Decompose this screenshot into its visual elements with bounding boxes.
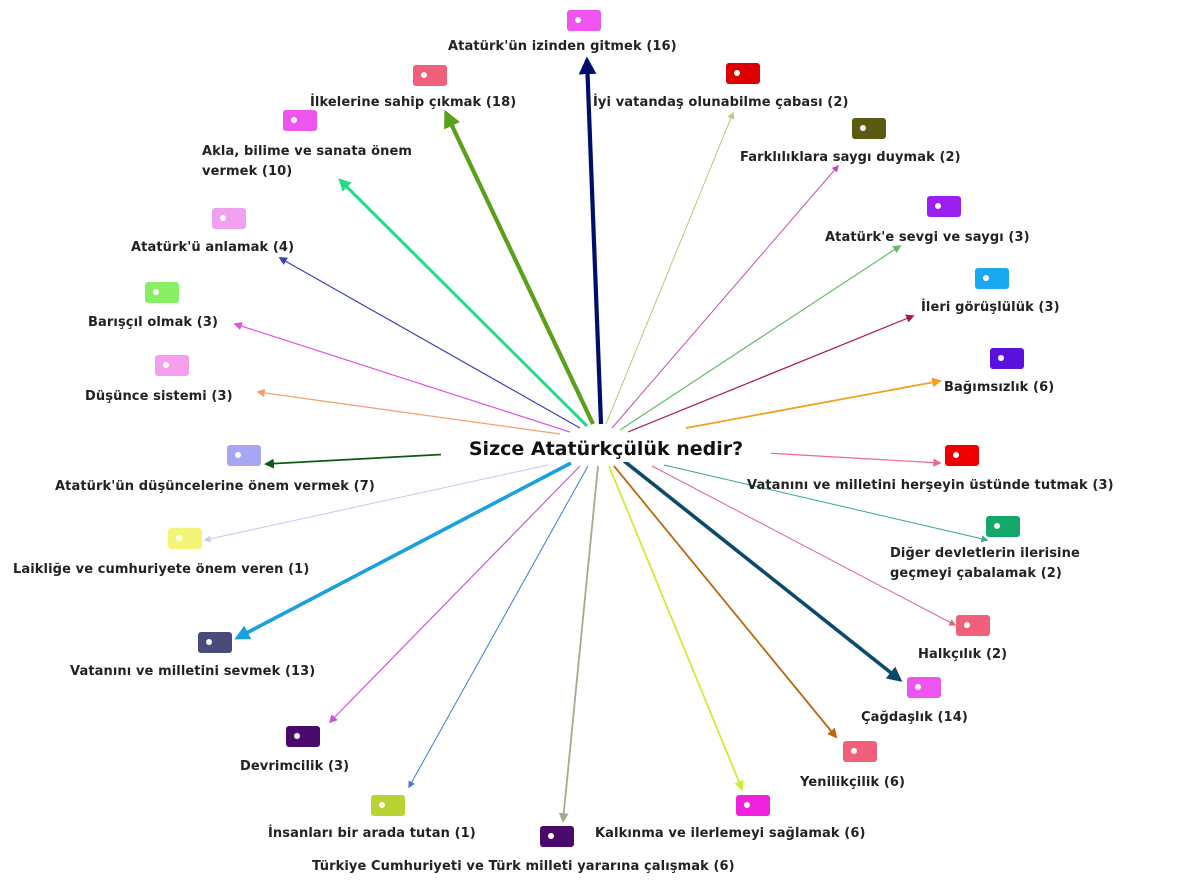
- tag-icon: [927, 196, 961, 217]
- edge-arrow-n22: [608, 465, 744, 791]
- edge-arrow-n3: [605, 111, 735, 425]
- node-label-n16: Vatanını ve milletini sevmek (13): [70, 664, 316, 679]
- edge-arrow-n5: [611, 164, 839, 429]
- tag-icon: [145, 282, 179, 303]
- edge-arrow-n9: [627, 314, 915, 433]
- tag-icon: [286, 726, 320, 747]
- tag-icon: [371, 795, 405, 816]
- edge-arrow-n6: [278, 257, 581, 429]
- tag-icon: [413, 65, 447, 86]
- node-label-n23: Türkiye Cumhuriyeti ve Türk milleti yara…: [312, 859, 735, 874]
- node-label-n21: İnsanları bir arada tutan (1): [268, 826, 476, 841]
- node-label-n3: İyi vatandaş olunabilme çabası (2): [593, 95, 849, 110]
- edge-arrow-n12: [264, 453, 452, 469]
- edge-arrow-n16: [234, 461, 572, 640]
- node-label-n15: Diğer devletlerin ilerisine geçmeyi çaba…: [890, 546, 1080, 581]
- edge-arrow-n11: [685, 377, 942, 429]
- node-label-n8: Barışçıl olmak (3): [88, 315, 219, 330]
- tag-icon: [990, 348, 1024, 369]
- node-label-n7: Atatürk'e sevgi ve saygı (3): [825, 230, 1030, 245]
- tag-icon: [726, 63, 760, 84]
- node-label-n13: Vatanını ve milletini herşeyin üstünde t…: [747, 478, 1114, 493]
- node-label-n1: Atatürk'ün izinden gitmek (16): [448, 39, 677, 54]
- node-label-n12: Atatürk'ün düşüncelerine önem vermek (7): [55, 479, 375, 494]
- edge-arrow-n10: [256, 388, 561, 435]
- tag-icon: [155, 355, 189, 376]
- node-label-n18: Çağdaşlık (14): [861, 710, 968, 725]
- edge-arrow-n2: [444, 109, 595, 425]
- tag-icon: [843, 741, 877, 762]
- tag-icon: [945, 445, 979, 466]
- tag-icon: [227, 445, 261, 466]
- edge-arrow-n23: [558, 465, 599, 823]
- edge-arrow-n21: [408, 465, 589, 789]
- tag-icon: [283, 110, 317, 131]
- tag-icon: [168, 528, 202, 549]
- central-question: Sizce Atatürkçülük nedir?: [441, 436, 771, 462]
- tag-icon: [540, 826, 574, 847]
- tag-icon: [986, 516, 1020, 537]
- edge-arrow-n7: [619, 245, 902, 431]
- tag-icon: [956, 615, 990, 636]
- node-label-n2: İlkelerine sahip çıkmak (18): [310, 95, 517, 110]
- edge-arrow-n13: [765, 452, 942, 467]
- node-label-n4: Akla, bilime ve sanata önem vermek (10): [202, 144, 413, 179]
- node-label-n11: Bağımsızlık (6): [944, 380, 1055, 395]
- edge-arrow-n17: [651, 465, 957, 626]
- node-label-n14: Laikliğe ve cumhuriyete önem veren (1): [13, 562, 310, 577]
- node-label-n10: Düşünce sistemi (3): [85, 389, 233, 404]
- node-label-n9: İleri görüşlülük (3): [921, 300, 1060, 315]
- node-label-n22: Kalkınma ve ilerlemeyi sağlamak (6): [595, 826, 866, 841]
- edge-arrow-n20: [613, 465, 838, 739]
- edge-arrow-n19: [328, 465, 581, 724]
- edge-arrow-n14: [203, 464, 549, 543]
- tag-icon: [736, 795, 770, 816]
- edge-arrow-n4: [338, 178, 589, 428]
- node-label-n17: Halkçılık (2): [918, 647, 1008, 662]
- node-label-n6: Atatürk'ü anlamak (4): [131, 240, 295, 255]
- tag-icon: [852, 118, 886, 139]
- tag-icon: [907, 677, 941, 698]
- edge-arrow-n15: [663, 464, 989, 543]
- tag-icon: [975, 268, 1009, 289]
- tag-icon: [212, 208, 246, 229]
- node-label-n20: Yenilikçilik (6): [800, 775, 906, 790]
- tag-icon: [567, 10, 601, 31]
- node-label-n19: Devrimcilik (3): [240, 759, 350, 774]
- node-label-n5: Farklılıklara saygı duymak (2): [740, 150, 961, 165]
- edge-arrow-n18: [622, 459, 903, 682]
- edge-arrow-n1: [578, 56, 604, 425]
- edge-arrow-n8: [233, 322, 571, 433]
- tag-icon: [198, 632, 232, 653]
